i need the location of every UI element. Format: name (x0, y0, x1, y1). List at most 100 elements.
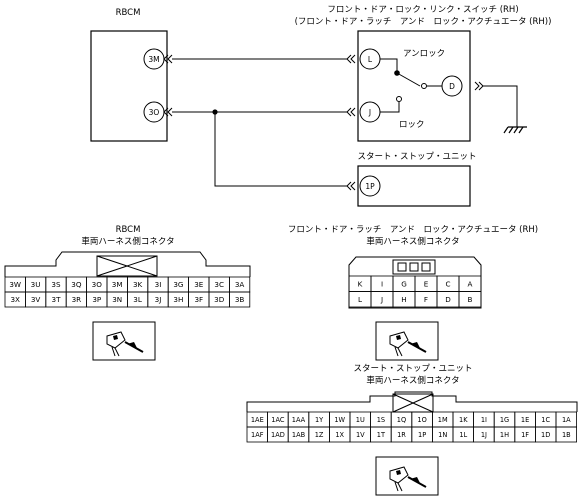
rbcm-pin-label: 3K (133, 280, 143, 289)
ssu-pin-1p-circle (359, 175, 381, 197)
rbcm-connector-view-icon (92, 321, 156, 361)
rbcm-connector-subtitle: 車両ハーネス側コネクタ (81, 236, 174, 247)
ssu-pin-label: 1AC (271, 416, 285, 424)
actuator-pin-label: D (445, 295, 451, 304)
ssu-pin-label: 1Y (315, 416, 324, 424)
ssu-title: スタート・ストップ・ユニット (357, 152, 476, 162)
actuator-connector-title: フロント・ドア・ラッチ アンド ロック・アクチュエータ (RH) (288, 225, 538, 235)
rbcm-pin-label: 3Q (71, 280, 82, 289)
switch-title-line2: (フロント・ドア・ラッチ アンド ロック・アクチュエータ (RH)) (295, 17, 552, 27)
ssu-pin-label: 1Z (315, 431, 324, 439)
actuator-pin-label: F (424, 295, 428, 304)
rbcm-pin-label: 3J (155, 295, 162, 304)
ssu-pin-label: 1AA (292, 416, 306, 424)
ssu-pin-label: 1AF (251, 431, 264, 439)
actuator-pin-label: B (468, 295, 473, 304)
ssu-pin-label: 1H (500, 431, 509, 439)
rbcm-3m-connector-mark (163, 54, 173, 64)
ssu-pin-1p: 1P (365, 182, 375, 191)
rbcm-pin-label: 3R (72, 295, 82, 304)
switch-contact-j (396, 96, 402, 102)
ssu-pin-label: 1B (562, 431, 571, 439)
ssu-pin-label: 1AD (271, 431, 285, 439)
ssu-pin-label: 1D (541, 431, 550, 439)
rbcm-pin-label: 3L (133, 295, 142, 304)
ssu-pin-label: 1X (335, 431, 344, 439)
actuator-pin-label: I (381, 279, 383, 288)
ssu-pin-label: 1G (500, 416, 509, 424)
switch-l-connector-mark (346, 54, 356, 64)
ssu-pin-label: 1M (438, 416, 448, 424)
ssu-pin-label: 1Q (397, 416, 406, 424)
rbcm-pin-label: 3M (112, 280, 123, 289)
rbcm-pin-label: 3T (52, 295, 62, 304)
rbcm-box (90, 30, 168, 142)
lock-label: ロック (399, 120, 425, 130)
switch-l-wire (380, 58, 398, 71)
ssu-pin-label: 1O (417, 416, 426, 424)
switch-pin-d: D (449, 82, 455, 91)
switch-blade (396, 72, 421, 87)
ssu-connector-title: スタート・ストップ・ユニット (353, 364, 472, 374)
actuator-pin-label: C (445, 279, 450, 288)
ssu-pin-label: 1A (562, 416, 571, 424)
switch-box (357, 30, 471, 142)
rbcm-pin-cell (228, 291, 251, 308)
ssu-pin-label: 1F (521, 431, 529, 439)
ssu-pin-label: 1AE (251, 416, 264, 424)
ssu-pin-label: 1N (438, 431, 447, 439)
ssu-pin-cell (555, 426, 578, 443)
ssu-pin-label: 1E (521, 416, 529, 424)
ssu-connector-view-icon (375, 456, 439, 496)
switch-d-connector-mark (474, 81, 484, 91)
actuator-connector-subtitle: 車両ハーネス側コネクタ (366, 236, 459, 247)
actuator-pin-label: A (468, 279, 473, 288)
actuator-pin-label: E (424, 279, 429, 288)
ssu-connector-subtitle: 車両ハーネス側コネクタ (366, 375, 459, 386)
ground-wire (483, 85, 518, 127)
rbcm-pin-3o: 3O (149, 108, 160, 117)
ssu-pin-label: 1C (541, 416, 550, 424)
rbcm-pin-label: 3E (194, 280, 204, 289)
ssu-pin-label: 1V (356, 431, 365, 439)
ssu-pin-label: 1AB (292, 431, 306, 439)
ssu-pin-label: 1P (418, 431, 426, 439)
rbcm-pin-label: 3V (31, 295, 41, 304)
switch-title-line1: フロント・ドア・ロック・リンク・スイッチ (RH) (327, 5, 518, 15)
rbcm-pin-label: 3I (155, 280, 162, 289)
rbcm-pin-label: 3X (10, 295, 20, 304)
switch-pin-d-circle (441, 75, 463, 97)
unlock-label: アンロック (403, 49, 445, 59)
rbcm-connector-title: RBCM (116, 225, 141, 235)
ssu-pin-label: 1S (377, 416, 385, 424)
actuator-pin-cell (458, 291, 482, 308)
ssu-pin-label: 1W (334, 416, 345, 424)
ssu-pin-label: 1T (377, 431, 386, 439)
rbcm-pin-label: 3P (92, 295, 102, 304)
rbcm-pin-label: 3D (214, 295, 225, 304)
switch-contact-d (421, 83, 427, 89)
ssu-pin-label: 1I (481, 416, 487, 424)
ssu-box (357, 165, 471, 207)
ssu-pin-label: 1U (356, 416, 365, 424)
rbcm-pin-label: 3O (92, 280, 103, 289)
rbcm-3o-connector-mark (163, 107, 173, 117)
actuator-pin-label: H (401, 295, 406, 304)
actuator-pin-label: K (358, 279, 363, 288)
rbcm-pin-label: 3B (235, 295, 245, 304)
ground-symbol-icon (503, 126, 527, 134)
rbcm-pin-label: 3S (51, 280, 61, 289)
actuator-pin-label: G (401, 279, 407, 288)
actuator-connector-view-icon (375, 321, 439, 361)
ssu-1p-connector-mark (346, 181, 356, 191)
ssu-pin-label: 1K (459, 416, 468, 424)
ssu-pin-label: 1R (397, 431, 406, 439)
rbcm-pin-label: 3U (31, 280, 41, 289)
rbcm-pin-label: 3W (9, 280, 21, 289)
switch-j-wire (380, 102, 400, 113)
switch-pin-l: L (368, 55, 373, 64)
rbcm-pin-label: 3N (112, 295, 122, 304)
